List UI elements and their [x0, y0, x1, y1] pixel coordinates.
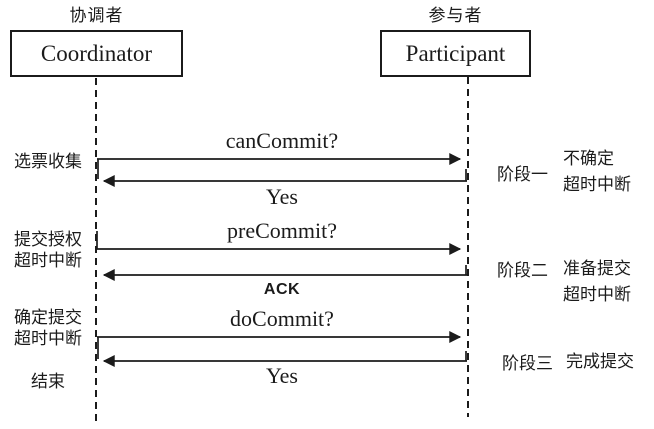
message-label-ack: ACK — [263, 281, 301, 298]
phase-three-states: 完成提交 — [566, 349, 634, 375]
state-line: 超时中断 — [14, 329, 82, 348]
phase-state-line: 超时中断 — [563, 285, 631, 304]
state-line: 提交授权 — [14, 230, 82, 249]
state-label-end: 结束 — [8, 371, 88, 392]
phase-state-line: 准备提交 — [563, 259, 631, 278]
phase-one-label: 阶段一 — [497, 164, 548, 184]
phase-three-label: 阶段三 — [502, 354, 553, 373]
state-label-commit-confirmed: 确定提交 超时中断 — [8, 307, 88, 349]
phase-two-label: 阶段二 — [497, 261, 548, 280]
message-label-yes-2: Yes — [265, 363, 298, 388]
phase-one-states: 不确定 超时中断 — [563, 146, 631, 198]
phase-two-states: 准备提交 超时中断 — [563, 256, 631, 308]
message-label-cancommit: canCommit? — [225, 128, 339, 153]
phase-state-line: 完成提交 — [566, 352, 634, 371]
state-label-vote-collection: 选票收集 — [8, 151, 88, 172]
participant-name: Participant — [405, 40, 506, 66]
phase-state-line: 超时中断 — [563, 175, 631, 194]
coordinator-role-label: 协调者 — [69, 6, 124, 25]
message-label-precommit: preCommit? — [227, 218, 337, 243]
participant-box: Participant — [380, 30, 531, 77]
phase-two-annotation: 阶段二 准备提交 超时中断 — [497, 256, 631, 308]
phase-one-annotation: 阶段一 不确定 超时中断 — [497, 146, 631, 198]
message-label-yes-1: Yes — [265, 184, 298, 209]
message-label-docommit: doCommit? — [230, 306, 334, 331]
phase-three-annotation: 阶段三 完成提交 — [502, 349, 634, 375]
state-line: 超时中断 — [14, 251, 82, 270]
state-line: 结束 — [31, 372, 65, 391]
phase-state-line: 不确定 — [563, 149, 614, 168]
state-label-commit-authorized: 提交授权 超时中断 — [8, 229, 88, 271]
coordinator-box: Coordinator — [10, 30, 183, 77]
coordinator-name: Coordinator — [40, 40, 153, 66]
state-line: 选票收集 — [14, 152, 82, 171]
participant-role-label: 参与者 — [428, 6, 483, 25]
state-line: 确定提交 — [14, 308, 82, 327]
